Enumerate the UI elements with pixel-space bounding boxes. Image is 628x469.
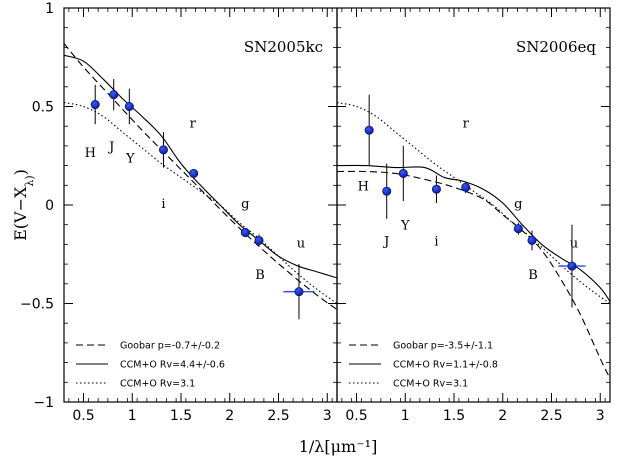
data-point-g (513, 224, 523, 234)
band-label-i: i (434, 234, 438, 249)
curve-dashed (64, 43, 337, 310)
panel-title: SN2005kc (244, 38, 323, 56)
band-label-i: i (161, 197, 165, 212)
data-point-Y (398, 168, 408, 178)
legend-label: Goobar p=-0.7+/-0.2 (120, 341, 220, 352)
band-label-H: H (358, 179, 369, 194)
curve-dotted (337, 102, 610, 304)
y-tick-label: 0.5 (32, 100, 54, 116)
band-label-u: u (570, 236, 578, 251)
x-tick-label: 0.5 (345, 408, 367, 424)
x-axis-title: 1/λ[μm⁻¹] (299, 437, 378, 456)
curve-dotted (64, 102, 337, 304)
band-label-B: B (255, 268, 265, 283)
x-tick-label: 2.5 (267, 408, 289, 424)
legend-label: CCM+O Rv=3.1 (120, 379, 195, 390)
panel-frame (336, 7, 611, 403)
x-tick-label: 0.5 (72, 408, 94, 424)
x-tick-label: 1 (401, 408, 410, 424)
band-label-r: r (190, 116, 197, 131)
curves (64, 43, 337, 310)
legend-label: CCM+O Rv=1.1+/-0.8 (393, 360, 498, 371)
band-label-J: J (382, 234, 389, 249)
band-label-u: u (297, 236, 305, 251)
x-tick-label: 2.5 (540, 408, 562, 424)
x-tick-label: 1.5 (170, 408, 192, 424)
data-point-J (109, 90, 119, 100)
curve-dashed (337, 170, 610, 379)
data-point-g (240, 228, 250, 238)
data-point-H (364, 125, 374, 135)
band-label-J: J (107, 140, 114, 155)
y-tick-label: 1 (45, 1, 54, 17)
data-point-i (431, 184, 441, 194)
band-label-Y: Y (400, 219, 410, 234)
y-tick-label: −0.5 (20, 297, 54, 313)
data-point-r (461, 182, 471, 192)
curves (337, 102, 610, 379)
x-tick-label: 2 (225, 408, 234, 424)
data-point-B (527, 235, 537, 245)
band-label-B: B (528, 268, 538, 283)
data-point-u (294, 287, 304, 297)
x-tick-label: 1.5 (443, 408, 465, 424)
legend-label: Goobar p=-3.5+/-1.1 (393, 341, 493, 352)
data-point-J (382, 186, 392, 196)
band-label-g: g (514, 197, 522, 212)
y-tick-label: −1 (33, 395, 54, 411)
x-tick-label: 1 (128, 408, 137, 424)
data-point-r (189, 168, 199, 178)
band-label-H: H (85, 146, 96, 161)
band-label-r: r (463, 116, 470, 131)
band-label-Y: Y (125, 152, 135, 167)
y-axis-title-label: E(V−Xλ)) (11, 169, 36, 241)
legend-label: CCM+O Rv=3.1 (393, 379, 468, 390)
data-point-Y (124, 102, 134, 112)
band-label-g: g (241, 197, 249, 212)
x-tick-label: 3 (596, 408, 605, 424)
y-tick-label: 0 (45, 198, 54, 214)
panel-title: SN2006eq (516, 38, 596, 56)
data-point-u (567, 261, 577, 271)
data-point-B (254, 235, 264, 245)
legend-label: CCM+O Rv=4.4+/-0.6 (120, 360, 225, 371)
curve-solid (64, 54, 337, 279)
data-point-i (158, 145, 168, 155)
curve-solid (337, 164, 610, 302)
x-tick-label: 2 (498, 408, 507, 424)
x-tick-label: 3 (323, 408, 332, 424)
data-point-H (90, 100, 100, 110)
